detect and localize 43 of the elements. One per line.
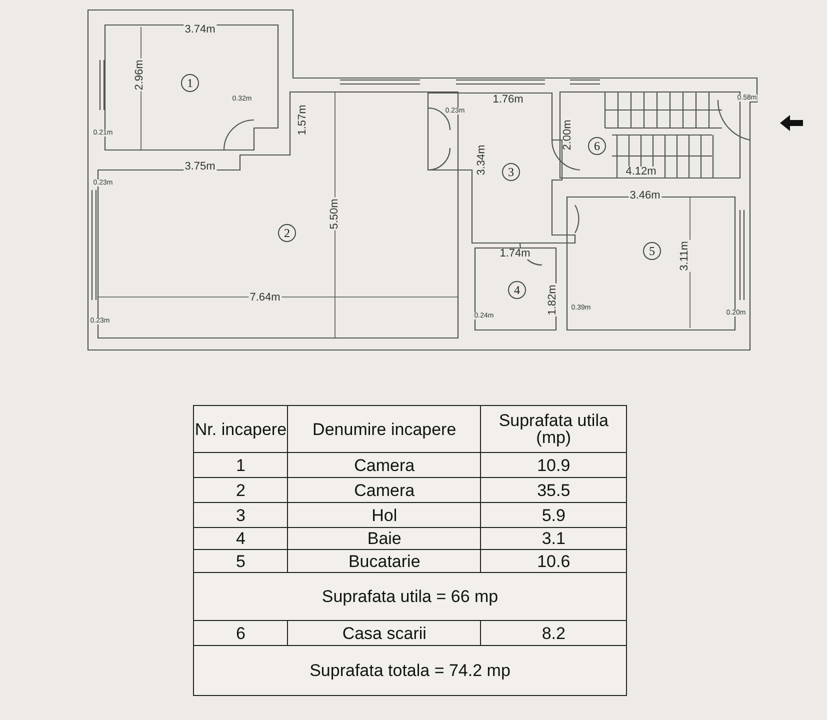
- table-cell: Casa scarii: [288, 620, 481, 646]
- dimension-label: 5.50m: [330, 198, 340, 230]
- table-cell: 3.1: [480, 528, 626, 550]
- dimension-label: 2.00m: [562, 118, 574, 152]
- room-number-marker: 1: [181, 74, 199, 92]
- table-cell: Suprafata totala = 74.2 mp: [194, 646, 626, 696]
- table-cell: 5: [194, 550, 288, 572]
- dimension-label: 7.64m: [248, 292, 282, 304]
- dimension-label: 4.12m: [624, 166, 658, 178]
- table-cell: Hol: [288, 502, 481, 528]
- table-cell: 3: [194, 502, 288, 528]
- table-cell: Suprafata utila = 66 mp: [194, 572, 626, 620]
- table-cell: 8.2: [480, 620, 626, 646]
- table-cell: 35.5: [480, 478, 626, 502]
- table-cell: Camera: [288, 478, 481, 502]
- table-cell: 10.9: [480, 452, 626, 478]
- table-cell: 2: [194, 478, 288, 502]
- table-cell: 1: [194, 452, 288, 478]
- room-number-marker: 2: [278, 224, 296, 242]
- dimension-label: 3.34m: [476, 144, 488, 176]
- dimension-label: 2.96m: [134, 58, 146, 92]
- room-number-marker: 5: [643, 242, 661, 260]
- room-number-marker: 6: [588, 137, 606, 155]
- dimension-label: 1.74m: [498, 248, 532, 260]
- table-cell: 4: [194, 528, 288, 550]
- room-number-marker: 3: [502, 163, 520, 181]
- dimension-label: 3.74m: [184, 24, 216, 36]
- table-cell: Bucatarie: [288, 550, 481, 572]
- dimension-label: 3.75m: [184, 162, 216, 172]
- table-cell: 5.9: [480, 502, 626, 528]
- dimension-label: 1.76m: [492, 94, 524, 106]
- dimension-label: 3.46m: [628, 190, 662, 202]
- table-cell: Baie: [288, 528, 481, 550]
- table-cell: 10.6: [480, 550, 626, 572]
- dimension-label: 1.57m: [298, 104, 308, 136]
- dimension-label: 3.11m: [680, 240, 690, 272]
- dimension-label: 1.82m: [548, 284, 558, 316]
- table-cell: Denumire incapere: [288, 406, 481, 452]
- table-cell: Nr. incapere: [194, 406, 288, 452]
- table-cell: 6: [194, 620, 288, 646]
- room-number-marker: 4: [508, 281, 526, 299]
- table-cell: Suprafata utila (mp): [480, 406, 626, 452]
- table-cell: Camera: [288, 452, 481, 478]
